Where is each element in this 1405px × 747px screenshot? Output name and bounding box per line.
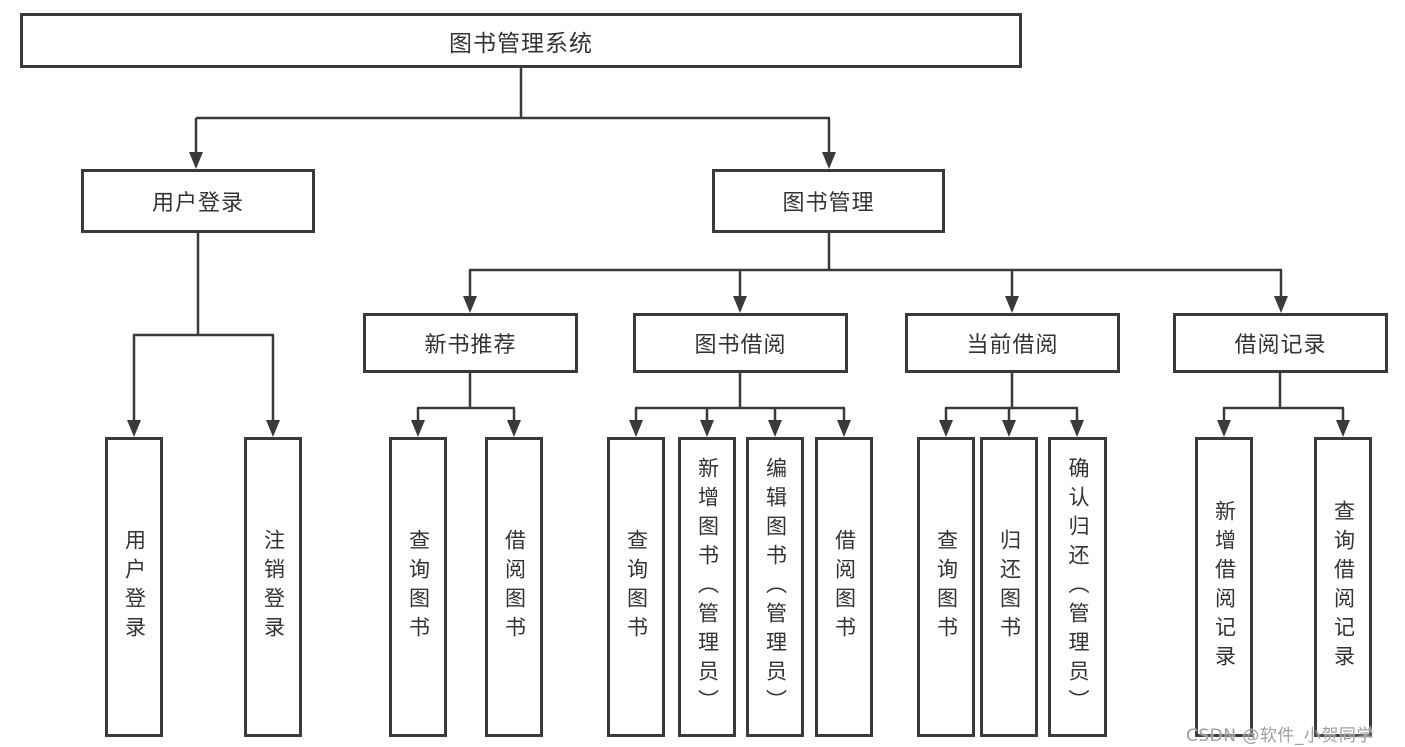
node-user-login: 用户登录 <box>81 169 315 233</box>
node-borrow-edit-book-admin: 编辑图书（管理员） <box>746 437 804 737</box>
node-current-query-book: 查询图书 <box>917 437 975 737</box>
arrowhead-icon <box>700 420 714 437</box>
arrowhead-icon <box>837 420 851 437</box>
node-recommend-borrow-book: 借阅图书 <box>485 437 543 737</box>
node-recommend-query-book: 查询图书 <box>389 437 447 737</box>
node-new-book-recommend: 新书推荐 <box>363 313 578 373</box>
node-borrow-add-book-admin: 新增图书（管理员） <box>678 437 736 737</box>
node-borrow-records: 借阅记录 <box>1173 313 1388 373</box>
arrowhead-icon <box>1070 420 1084 437</box>
arrowhead-icon <box>189 152 203 169</box>
node-root-system: 图书管理系统 <box>20 13 1022 68</box>
arrowhead-icon <box>507 420 521 437</box>
node-records-add-record: 新增借阅记录 <box>1195 437 1253 737</box>
arrowhead-icon <box>1005 296 1019 313</box>
node-borrow-borrow-book: 借阅图书 <box>815 437 873 737</box>
arrowhead-icon <box>822 152 836 169</box>
arrowhead-icon <box>266 420 280 437</box>
arrowhead-icon <box>1336 420 1350 437</box>
arrowhead-icon <box>1002 420 1016 437</box>
csdn-watermark: CSDN @软件_小贺同学 <box>1186 726 1374 746</box>
arrowhead-icon <box>939 420 953 437</box>
arrowhead-icon <box>1217 420 1231 437</box>
node-book-borrow: 图书借阅 <box>633 313 848 373</box>
node-leaf-user-login: 用户登录 <box>105 437 163 737</box>
node-borrow-query-book: 查询图书 <box>607 437 665 737</box>
node-current-confirm-return-admin: 确认归还（管理员） <box>1048 437 1107 737</box>
node-book-management: 图书管理 <box>712 169 945 233</box>
arrowhead-icon <box>127 420 141 437</box>
arrowhead-icon <box>411 420 425 437</box>
arrowhead-icon <box>1274 296 1288 313</box>
node-current-borrow: 当前借阅 <box>905 313 1120 373</box>
arrowhead-icon <box>768 420 782 437</box>
node-current-return-book: 归还图书 <box>980 437 1038 737</box>
arrowhead-icon <box>463 296 477 313</box>
node-records-query-record: 查询借阅记录 <box>1314 437 1372 737</box>
arrowhead-icon <box>733 296 747 313</box>
node-leaf-logout: 注销登录 <box>244 437 302 737</box>
arrowhead-icon <box>629 420 643 437</box>
